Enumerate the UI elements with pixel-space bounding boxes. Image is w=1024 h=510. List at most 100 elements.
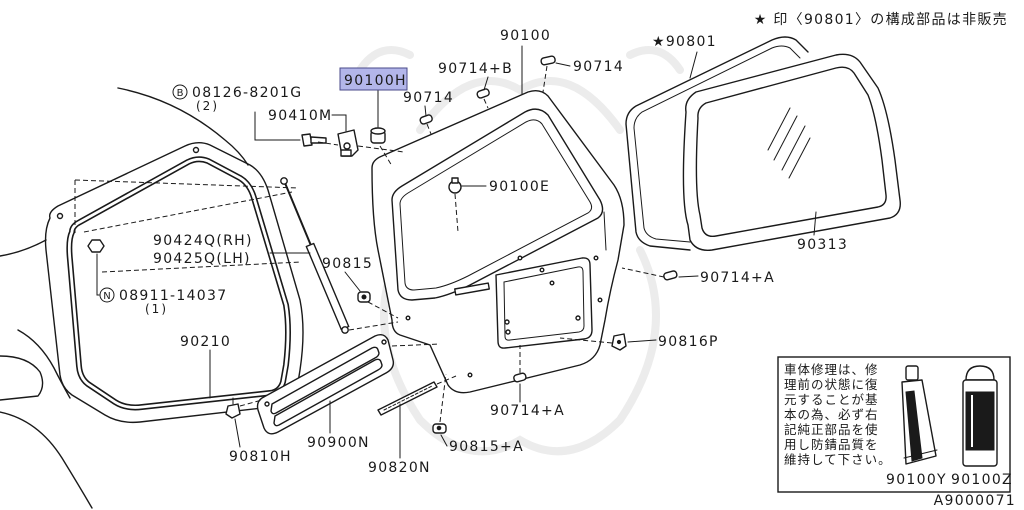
label-90425Q[interactable]: 90425Q(LH) xyxy=(153,251,251,267)
label-90815[interactable]: 90815 xyxy=(322,256,373,272)
label-90100H-highlight[interactable]: 90100H xyxy=(339,67,408,91)
back-door-hole xyxy=(539,267,545,273)
assembly-line xyxy=(454,193,459,233)
finisher-slat xyxy=(270,346,380,415)
body-side-lower xyxy=(0,411,93,509)
back-door-hole xyxy=(467,372,473,378)
assembly-line xyxy=(436,375,457,385)
label-90210[interactable]: 90210 xyxy=(180,334,231,350)
stopper-90816P xyxy=(611,333,627,351)
finisher-screw-hole xyxy=(264,401,270,407)
label-90820N[interactable]: 90820N xyxy=(368,460,431,476)
label-90100E[interactable]: 90100E xyxy=(489,179,550,195)
label-90900N[interactable]: 90900N xyxy=(307,435,370,451)
bolt-code[interactable]: 08126-8201G xyxy=(192,85,302,101)
leader-line-90810H xyxy=(234,418,241,448)
body-back-door-opening xyxy=(44,142,304,424)
bumper-90815A-center xyxy=(436,425,442,431)
label-90100H[interactable]: 90100H xyxy=(344,73,407,89)
note-not-sold: ★ 印〈90801〉の構成部品は非販売 xyxy=(754,12,1008,28)
label-90410M[interactable]: 90410M xyxy=(268,108,332,124)
weatherstrip-outline xyxy=(66,156,291,411)
back-door-hole xyxy=(505,329,511,335)
label-90714-mid[interactable]: 90714 xyxy=(403,90,454,106)
body-side-crease xyxy=(17,329,71,399)
label-90714-top[interactable]: 90714 xyxy=(573,59,624,75)
license-plate-recess xyxy=(495,257,593,349)
body-hole xyxy=(192,146,200,154)
tube-crimp xyxy=(903,449,938,459)
back-door-hole xyxy=(517,255,523,261)
bolt-mark: B xyxy=(177,88,184,99)
sealer-tube-icon xyxy=(901,365,938,465)
label-90714A-right[interactable]: 90714+A xyxy=(700,270,775,286)
watermark-crest-top xyxy=(416,77,624,134)
label-90815A[interactable]: 90815+A xyxy=(449,439,524,455)
label-90816P[interactable]: 90816P xyxy=(658,334,719,350)
body-side-upper xyxy=(0,239,47,257)
assembly-line xyxy=(379,145,393,167)
seal-strip-90820N xyxy=(377,381,438,416)
bumper-top xyxy=(370,127,386,135)
back-window-glass-90313 xyxy=(682,53,901,251)
label-90714B[interactable]: 90714+B xyxy=(438,61,513,77)
label-bolt-08126-8201G[interactable]: B 08126-8201G (2) xyxy=(172,84,302,113)
bumper-90815 xyxy=(357,291,371,303)
weatherstrip-90210 xyxy=(66,156,291,411)
clip-90810H xyxy=(225,397,241,419)
label-90100Y[interactable]: 90100Y xyxy=(886,472,947,488)
glass-outline xyxy=(682,53,901,251)
label-90801[interactable]: ★90801 xyxy=(652,34,717,50)
grommet-nub xyxy=(451,177,459,184)
back-door-hole xyxy=(549,280,555,286)
pad-90714A-right xyxy=(663,270,678,281)
label-90100Z[interactable]: 90100Z xyxy=(951,472,1013,488)
watermark-horn-right xyxy=(626,46,684,74)
spray-can-label xyxy=(965,391,995,451)
molding-90801 xyxy=(625,36,809,251)
diagram-id: A9000071 xyxy=(934,493,1016,509)
back-door-window-opening xyxy=(391,108,604,301)
bumper-90815-center xyxy=(361,294,367,300)
repair-note-line: 維持して下さい。 xyxy=(784,452,892,467)
gas-stay-rod xyxy=(284,182,313,249)
repair-note-box: 車体修理は、修 理前の状態に復 元することが基 本の為、必ず右 記純正部品を使 … xyxy=(777,356,1013,493)
vehicle-body xyxy=(0,87,304,509)
gas-stay-ball-top xyxy=(280,177,288,185)
circle-b-icon xyxy=(172,84,188,100)
grommet-90100E xyxy=(448,177,462,194)
label-nut-08911-14037[interactable]: N 08911-14037 (1) xyxy=(99,287,227,316)
nut-code[interactable]: 08911-14037 xyxy=(119,288,227,304)
assembly-dashed-lines xyxy=(74,65,665,423)
label-90714A-bottom[interactable]: 90714+A xyxy=(490,403,565,419)
finisher-outline xyxy=(256,333,395,435)
label-90313[interactable]: 90313 xyxy=(797,237,848,253)
molding-outer xyxy=(625,36,809,251)
leader-line-90815 xyxy=(344,271,361,292)
leader-line-nut xyxy=(96,253,100,296)
label-90424Q[interactable]: 90424Q(RH) xyxy=(153,233,253,249)
repair-note-line: 用し防錆品質を xyxy=(784,437,879,452)
glass-reflection xyxy=(767,107,791,151)
leader-line-90816P xyxy=(627,339,657,343)
part-labels: ★ 印〈90801〉の構成部品は非販売 90100 ★90801 90100H … xyxy=(99,12,1008,476)
label-90100[interactable]: 90100 xyxy=(500,28,551,44)
assembly-line xyxy=(74,179,299,189)
clip-body xyxy=(225,403,241,419)
body-roof-line xyxy=(117,87,249,166)
label-90810H[interactable]: 90810H xyxy=(229,449,292,465)
hinge-leaf xyxy=(340,149,352,157)
repair-note-line: 理前の状態に復 xyxy=(784,377,879,392)
assembly-line xyxy=(367,301,399,319)
finisher-90900N xyxy=(256,333,395,435)
gas-stay-ball-bottom xyxy=(341,326,349,334)
repair-note-line: 本の為、必ず右 xyxy=(784,407,879,422)
molding-inner xyxy=(633,45,801,243)
back-door-hole xyxy=(405,315,411,321)
assembly-line xyxy=(621,267,665,278)
circle-n-icon xyxy=(99,287,115,303)
assembly-line xyxy=(426,123,432,135)
leader-line-90714-mid xyxy=(424,105,427,117)
bolt-08126-8201G xyxy=(301,133,327,147)
